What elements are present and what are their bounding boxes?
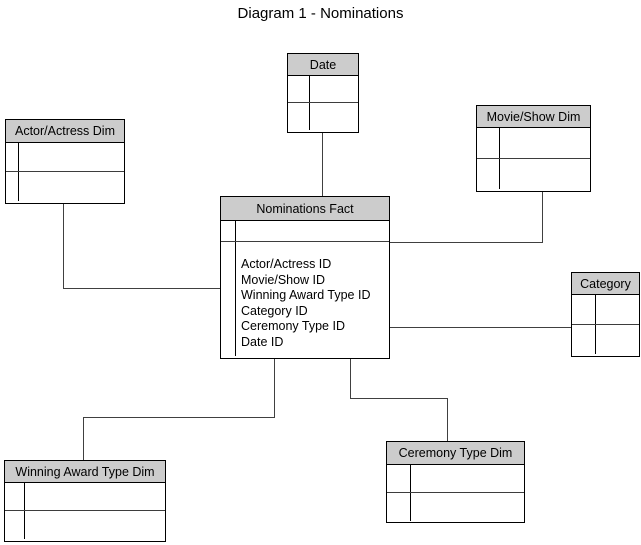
connector-fact-ceremony-horizontal xyxy=(350,398,448,399)
value-cell xyxy=(19,172,124,201)
connector-actor-fact-vertical xyxy=(63,204,64,289)
diagram-title: Diagram 1 - Nominations xyxy=(237,5,404,22)
entity-header-date: Date xyxy=(288,54,358,76)
connector-fact-winning-vertical-2 xyxy=(83,417,84,460)
value-cell xyxy=(500,128,590,158)
entity-row xyxy=(5,483,165,511)
entity-row xyxy=(387,493,524,521)
entity-actor-actress-dim: Actor/Actress Dim xyxy=(5,119,125,204)
value-cell xyxy=(310,103,358,130)
connector-movie-fact-vertical xyxy=(542,192,543,243)
connector-fact-ceremony-vertical-2 xyxy=(447,398,448,441)
value-cell xyxy=(596,295,639,324)
entity-row xyxy=(477,128,590,159)
key-cell xyxy=(6,143,19,171)
value-cell xyxy=(500,159,590,189)
fact-field: Actor/Actress ID xyxy=(241,257,332,271)
connector-actor-fact-horizontal xyxy=(63,288,220,289)
connector-fact-winning-horizontal xyxy=(83,417,275,418)
key-cell xyxy=(288,76,310,102)
value-cell xyxy=(236,221,389,241)
fact-field: Movie/Show ID xyxy=(241,272,326,287)
entity-row xyxy=(572,325,639,354)
entity-row xyxy=(387,465,524,493)
entity-row xyxy=(288,76,358,103)
connector-date-fact xyxy=(322,133,323,196)
entity-header-category: Category xyxy=(572,273,639,295)
fact-field: Winning Award Type ID xyxy=(241,288,371,302)
key-cell xyxy=(477,159,500,189)
key-cell xyxy=(572,325,596,354)
entity-nominations-fact: Nominations Fact Actor/Actress ID Movie/… xyxy=(220,196,390,359)
entity-row xyxy=(288,103,358,130)
key-cell xyxy=(221,242,236,356)
key-cell xyxy=(5,483,25,510)
value-cell xyxy=(25,483,165,510)
entity-movie-show-dim: Movie/Show Dim xyxy=(476,105,591,192)
entity-row: Actor/Actress ID Movie/Show ID Winning A… xyxy=(221,242,389,356)
connector-fact-ceremony-vertical-1 xyxy=(350,359,351,399)
entity-header-movie-show-dim: Movie/Show Dim xyxy=(477,106,590,128)
entity-category: Category xyxy=(571,272,640,357)
value-cell xyxy=(19,143,124,171)
key-cell xyxy=(387,493,411,521)
connector-category-fact xyxy=(390,327,571,328)
key-cell xyxy=(288,103,310,130)
connector-fact-winning-vertical-1 xyxy=(274,359,275,418)
entity-header-winning-award-type-dim: Winning Award Type Dim xyxy=(5,461,165,483)
key-cell xyxy=(572,295,596,324)
value-cell xyxy=(596,325,639,354)
key-cell xyxy=(221,221,236,241)
value-cell xyxy=(411,465,524,492)
key-cell xyxy=(6,172,19,201)
key-cell xyxy=(5,511,25,539)
value-cell xyxy=(411,493,524,521)
entity-date: Date xyxy=(287,53,359,133)
fact-field: Ceremony Type ID xyxy=(241,319,345,333)
value-cell xyxy=(25,511,165,539)
connector-movie-fact-horizontal xyxy=(390,242,543,243)
entity-row xyxy=(6,143,124,172)
fact-field-list: Actor/Actress ID Movie/Show ID Winning A… xyxy=(236,242,389,356)
value-cell xyxy=(310,76,358,102)
entity-winning-award-type-dim: Winning Award Type Dim xyxy=(4,460,166,542)
entity-row xyxy=(6,172,124,201)
entity-row xyxy=(5,511,165,539)
key-cell xyxy=(477,128,500,158)
entity-row xyxy=(572,295,639,325)
entity-header-nominations-fact: Nominations Fact xyxy=(221,197,389,221)
entity-row xyxy=(221,221,389,242)
fact-field: Date ID xyxy=(241,334,284,349)
entity-header-actor-actress-dim: Actor/Actress Dim xyxy=(6,120,124,143)
entity-ceremony-type-dim: Ceremony Type Dim xyxy=(386,441,525,523)
key-cell xyxy=(387,465,411,492)
entity-header-ceremony-type-dim: Ceremony Type Dim xyxy=(387,442,524,465)
entity-row xyxy=(477,159,590,189)
fact-field: Category ID xyxy=(241,303,308,318)
